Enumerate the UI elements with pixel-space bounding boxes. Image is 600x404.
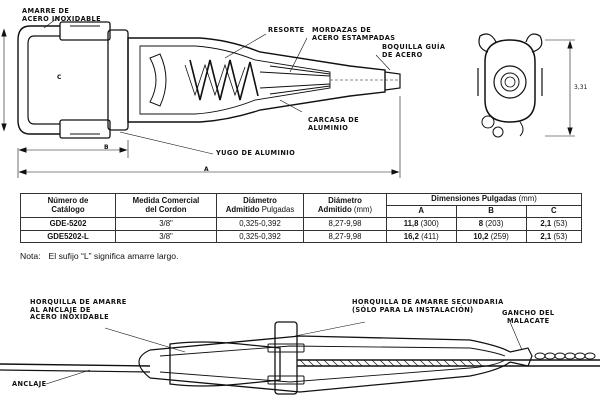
label-secundaria-line2: (SÓLO PARA LA INSTALACIÓN) (352, 305, 474, 314)
cell-b-value: 10,2 (473, 231, 489, 241)
cell-diam-mm: 8,27-9,98 (303, 217, 387, 231)
note-label: Nota: (20, 251, 41, 261)
table-row: GDE5202-L 3/8" 0,325-0,392 8,27-9,98 16,… (20, 229, 583, 243)
header-dimensions: Dimensiones Pulgadas (mm) (386, 193, 582, 206)
label-carcasa: CARCASA DE ALUMINIO (308, 116, 360, 132)
cell-medida: 3/8" (115, 217, 217, 231)
cell-a: 16,2 (411) (386, 229, 457, 243)
header-medida-line1: Medida Comercial (132, 195, 200, 205)
header-diam-mm-line2b: (mm) (353, 204, 373, 214)
header-medida-line2: del Cordon (145, 204, 187, 214)
label-boquilla-line2: DE ACERO (382, 50, 423, 59)
header-col-b: B (455, 205, 527, 218)
cell-c-value: 2,1 (540, 219, 552, 229)
label-boquilla: BOQUILLA GUÍA DE ACERO (382, 43, 446, 59)
header-medida: Medida Comercial del Cordon (115, 193, 217, 218)
cell-diam-pulg: 0,325-0,392 (216, 229, 304, 243)
label-anclaje: ANCLAJE (12, 380, 47, 388)
label-horquilla-line3: ACERO INOXIDABLE (30, 313, 110, 322)
cell-catalog: GDE5202-L (20, 229, 116, 243)
dimension-height: 3,31 (574, 84, 588, 91)
cell-b: 8 (203) (455, 217, 527, 231)
header-diam-mm-line2: Admitido (mm) (306, 204, 384, 215)
label-horquilla-secundaria: HORQUILLA DE AMARRE SECUNDARIA (SÓLO PAR… (352, 298, 504, 314)
label-horquilla-line2: AL ANCLAJE DE (30, 305, 91, 314)
cell-a-value: 16,2 (403, 231, 419, 241)
header-dimensions-unit: (mm) (518, 194, 537, 204)
header-diam-mm: Diámetro Admitido (mm) (303, 193, 387, 218)
label-secundaria-line1: HORQUILLA DE AMARRE SECUNDARIA (352, 298, 504, 306)
cell-a: 11,8 (300) (386, 217, 457, 231)
header-diam-pulg-line2: Admitido Pulgadas (219, 204, 301, 215)
label-gancho-line2: MALACATE (506, 316, 550, 325)
cell-c-value: 2,1 (540, 231, 552, 241)
dimension-a: A (204, 166, 209, 173)
cell-catalog: GDE-5202 (20, 217, 116, 231)
label-carcasa-line2: ALUMINIO (308, 123, 349, 132)
header-diam-mm-line1: Diámetro (328, 195, 362, 205)
label-carcasa-line1: CARCASA DE (308, 116, 360, 124)
note: Nota: El sufijo “L” significa amarre larg… (20, 251, 186, 261)
label-mordazas-line2: ACERO ESTAMPADAS (312, 33, 396, 42)
note-text: El sufijo “L” significa amarre largo. (48, 251, 179, 261)
cell-b: 10,2 (259) (455, 229, 527, 243)
cell-b-mm: (203) (485, 219, 504, 229)
header-col-c: C (525, 205, 583, 218)
header-diam-pulg: Diámetro Admitido Pulgadas (216, 193, 304, 218)
cell-c: 2,1 (53) (525, 229, 583, 243)
table-header-row: Número de Catálogo Medida Comercial del … (20, 193, 582, 218)
cell-c: 2,1 (53) (525, 217, 583, 231)
label-mordazas: MORDAZAS DE ACERO ESTAMPADAS (312, 26, 396, 42)
header-catalog-line1: Número de (47, 195, 89, 205)
cell-medida: 3/8" (115, 229, 217, 243)
label-amarre-line2: ACERO INOXIDABLE (22, 14, 102, 23)
table-subheader-row: A B C (21, 205, 583, 218)
label-boquilla-line1: BOQUILLA GUÍA (382, 43, 446, 51)
header-catalog: Número de Catálogo (20, 193, 116, 218)
header-dimensions-label: Dimensiones Pulgadas (431, 194, 517, 204)
label-amarre-line1: AMARRE DE (22, 7, 70, 15)
header-diam-pulg-line2b: Pulgadas (261, 204, 295, 214)
header-diam-pulg-line2a: Admitido (225, 204, 260, 214)
header-col-a: A (386, 205, 457, 218)
label-horquilla-anclaje: HORQUILLA DE AMARRE AL ANCLAJE DE ACERO … (30, 298, 127, 322)
label-resorte: RESORTE (268, 26, 305, 34)
cell-b-value: 8 (478, 219, 484, 229)
header-diam-mm-line2a: Admitido (317, 204, 352, 214)
label-amarre: AMARRE DE ACERO INOXIDABLE (22, 7, 102, 23)
cell-c-mm: (53) (553, 219, 568, 229)
cell-diam-mm: 8,27-9,98 (303, 229, 387, 243)
header-diam-pulg-line1: Diámetro (243, 195, 277, 205)
spec-table: Número de Catálogo Medida Comercial del … (20, 193, 583, 243)
cell-a-mm: (411) (421, 231, 439, 241)
header-catalog-line2: Catálogo (51, 204, 85, 214)
table-row: GDE-5202 3/8" 0,325-0,392 8,27-9,98 11,8… (20, 217, 583, 231)
cell-c-mm: (53) (553, 231, 568, 241)
label-mordazas-line1: MORDAZAS DE (312, 26, 372, 34)
cell-b-mm: (259) (490, 231, 509, 241)
label-gancho-line1: GANCHO DEL (502, 309, 555, 317)
label-gancho: GANCHO DEL MALACATE (502, 309, 555, 325)
dimension-b: B (104, 144, 109, 151)
cell-a-mm: (300) (420, 219, 439, 229)
label-yugo: YUGO DE ALUMINIO (216, 149, 296, 157)
cell-a-value: 11,8 (403, 219, 419, 229)
label-horquilla-line1: HORQUILLA DE AMARRE (30, 298, 127, 306)
cell-diam-pulg: 0,325-0,392 (216, 217, 304, 231)
dimension-c: C (57, 74, 62, 81)
